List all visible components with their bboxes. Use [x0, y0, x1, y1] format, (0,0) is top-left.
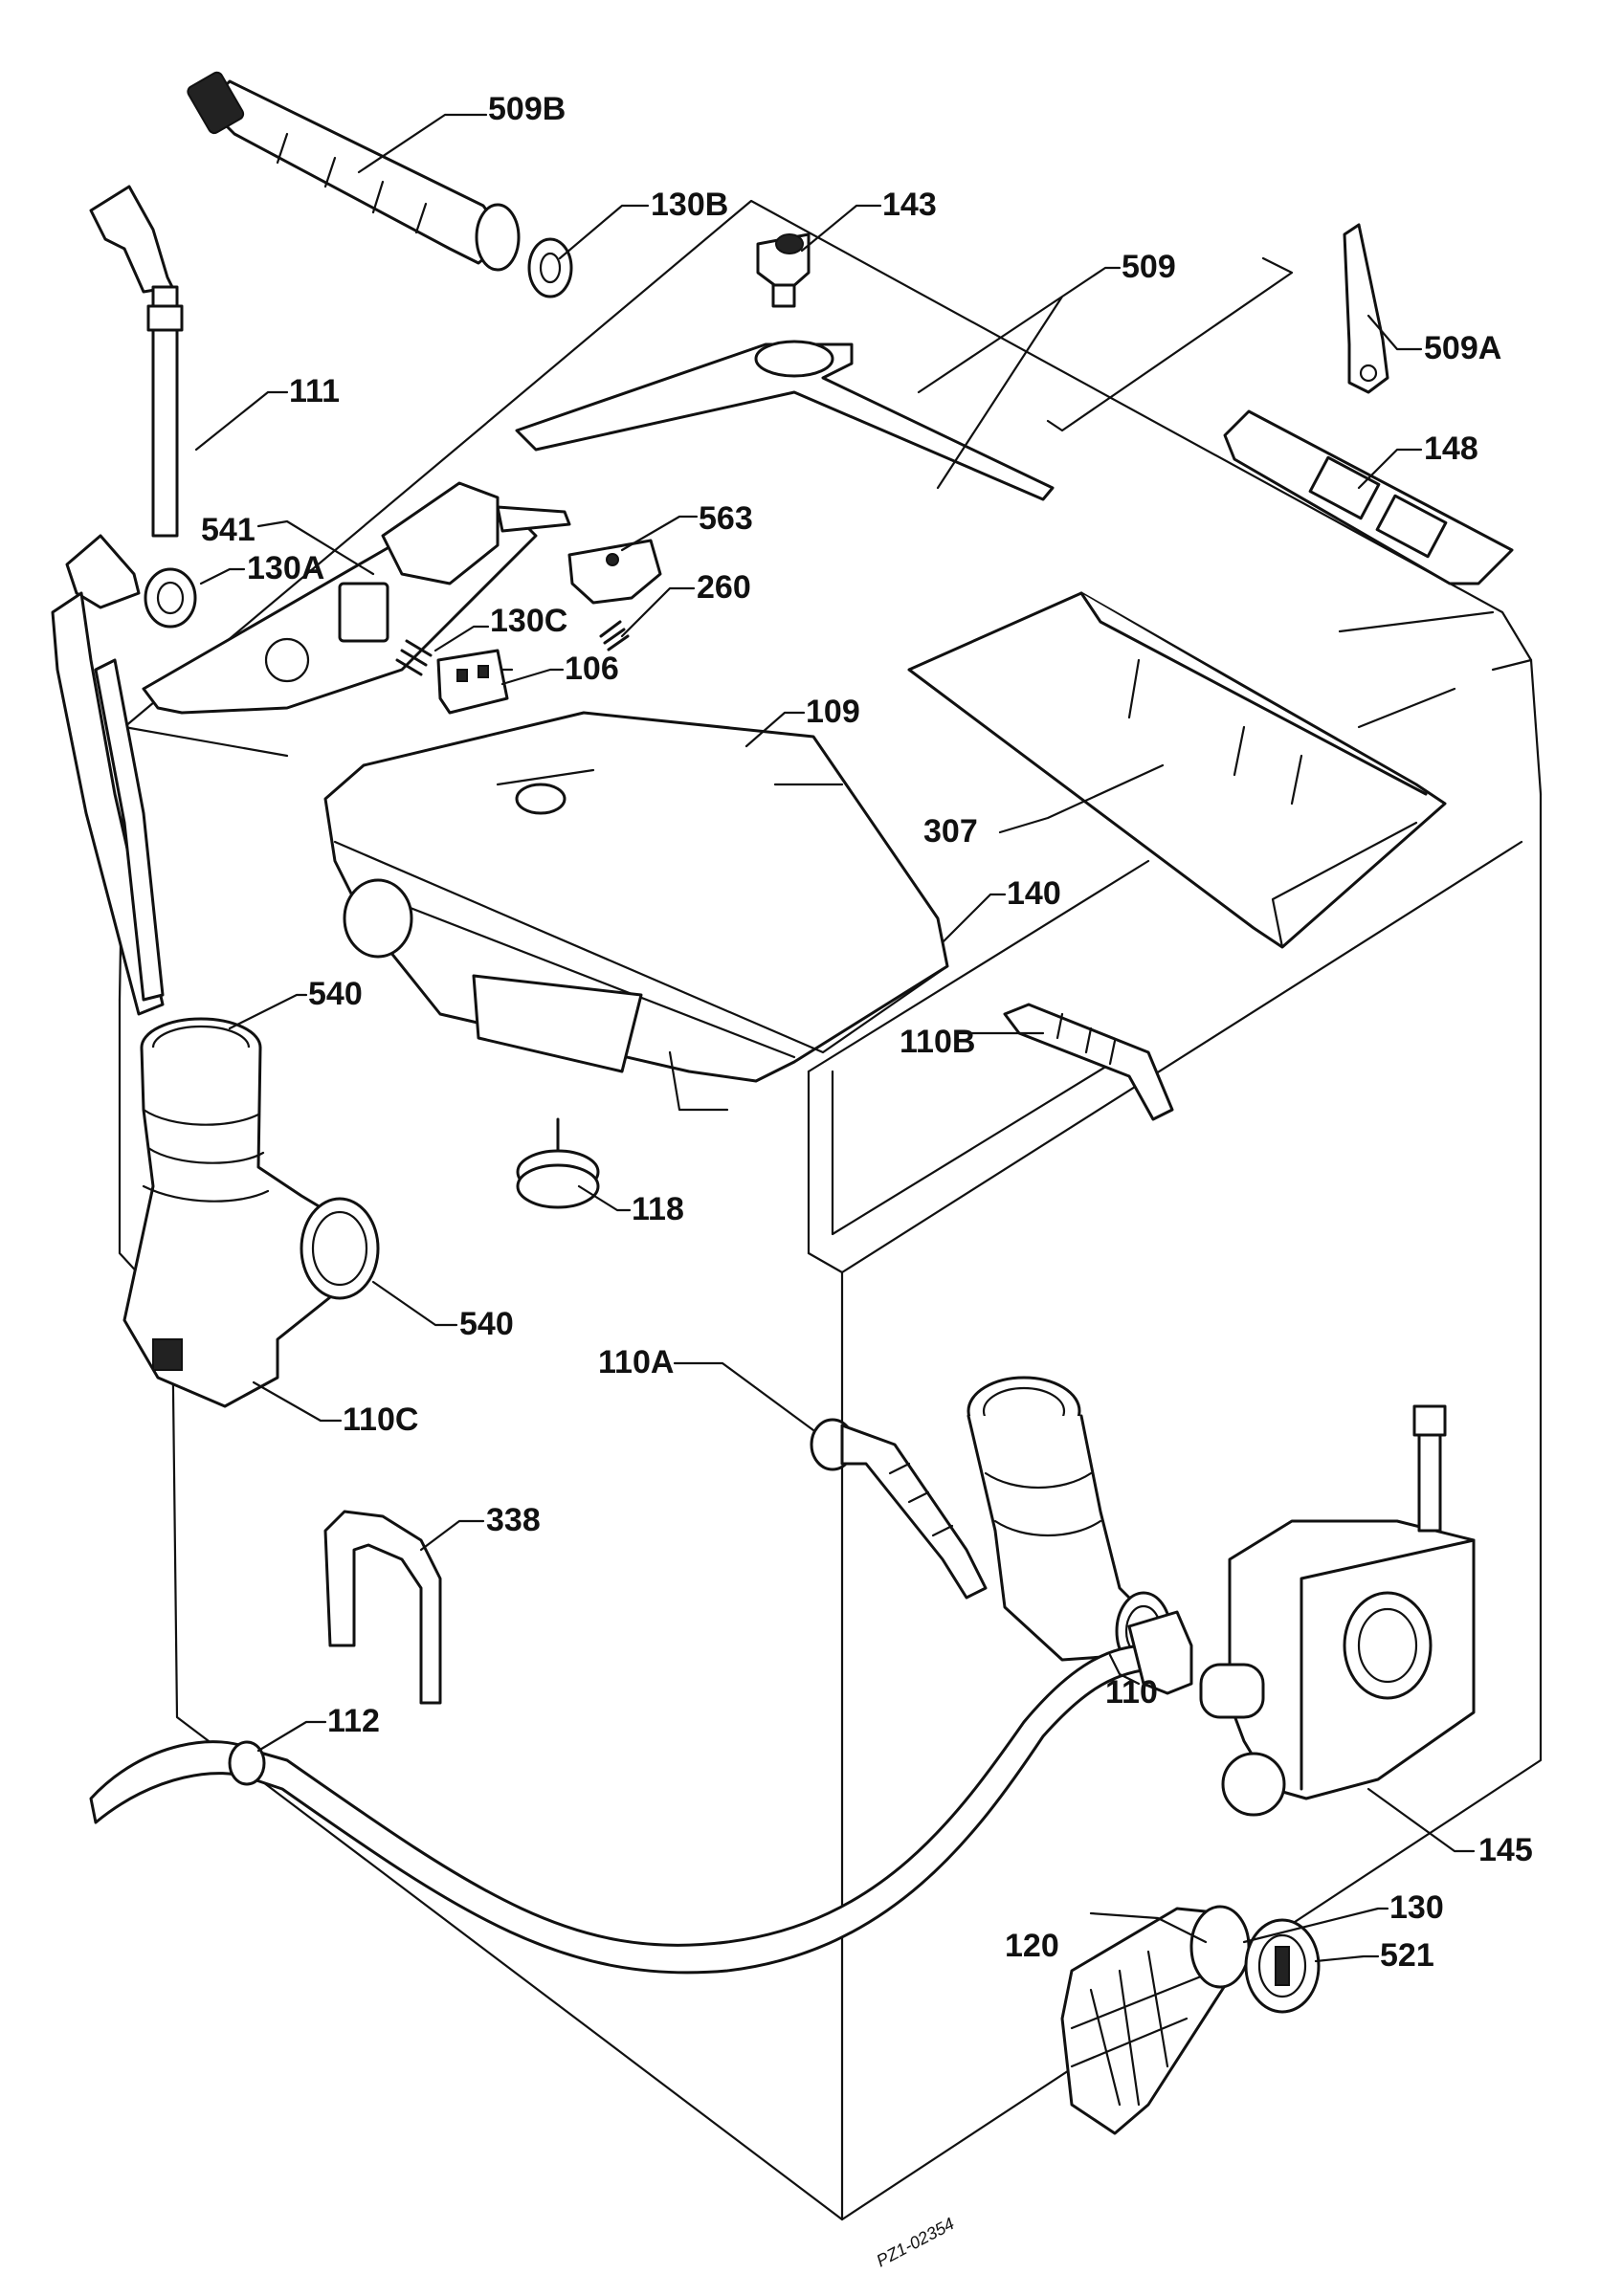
- label-541: 541: [201, 512, 256, 548]
- label-130b: 130B: [651, 187, 728, 223]
- label-110c: 110C: [343, 1402, 418, 1438]
- hose-110b: [1003, 1003, 1174, 1121]
- panel-148: [1223, 409, 1514, 585]
- sump-hose-110c: [122, 1017, 380, 1408]
- spray-arm-509: [515, 256, 1294, 501]
- seal-130: [1189, 1905, 1251, 1989]
- inlet-hose-509b: [187, 71, 521, 272]
- pump-145: [1199, 1404, 1476, 1817]
- drawer-307: [907, 591, 1447, 949]
- label-110a: 110A: [598, 1344, 674, 1380]
- clip-338: [323, 1510, 442, 1705]
- label-130: 130: [1389, 1889, 1444, 1926]
- lever-509a: [1343, 223, 1389, 394]
- label-307: 307: [923, 813, 978, 850]
- cap-521: [1244, 1918, 1321, 2014]
- impeller-118: [516, 1117, 600, 1209]
- switch-106: [436, 649, 509, 715]
- valve-143: [756, 232, 811, 308]
- hose-110a: [810, 1418, 988, 1600]
- dispenser-housing-109: [323, 711, 949, 1112]
- washer-130b: [527, 237, 573, 298]
- label-540-bottom: 540: [459, 1306, 514, 1342]
- label-563: 563: [699, 500, 753, 537]
- label-112: 112: [327, 1703, 380, 1739]
- part-labels: 509B 130B 143 509 509A 111 148 541 130A …: [201, 91, 1533, 2271]
- label-120: 120: [1005, 1928, 1059, 1964]
- label-260: 260: [697, 569, 751, 606]
- reference-code: PZ1-02354: [873, 2214, 957, 2270]
- label-509b: 509B: [488, 91, 566, 127]
- leader-lines: [194, 113, 1476, 1963]
- filter-120: [1060, 1907, 1236, 2135]
- label-521: 521: [1380, 1937, 1434, 1974]
- spring-260: [599, 620, 630, 651]
- plate-563: [567, 539, 662, 605]
- label-118: 118: [632, 1191, 684, 1227]
- label-338: 338: [486, 1502, 541, 1538]
- label-148: 148: [1424, 430, 1478, 467]
- label-143: 143: [882, 187, 937, 223]
- label-111: 111: [289, 373, 340, 409]
- washer-130a: [144, 567, 197, 629]
- label-110b: 110B: [900, 1024, 975, 1060]
- label-106: 106: [565, 651, 619, 687]
- label-140: 140: [1007, 875, 1061, 912]
- drain-hose-112: [89, 1610, 1193, 1975]
- label-130c: 130C: [490, 603, 567, 639]
- label-109: 109: [806, 694, 860, 730]
- label-509: 509: [1122, 249, 1176, 285]
- inlet-hose-111: [51, 185, 184, 1016]
- label-110: 110: [1105, 1674, 1158, 1711]
- spring-130c: [395, 639, 433, 676]
- label-145: 145: [1478, 1832, 1533, 1868]
- label-509a: 509A: [1424, 330, 1501, 366]
- bracket-541: [142, 481, 571, 715]
- label-540-top: 540: [308, 976, 363, 1012]
- label-130a: 130A: [247, 550, 324, 586]
